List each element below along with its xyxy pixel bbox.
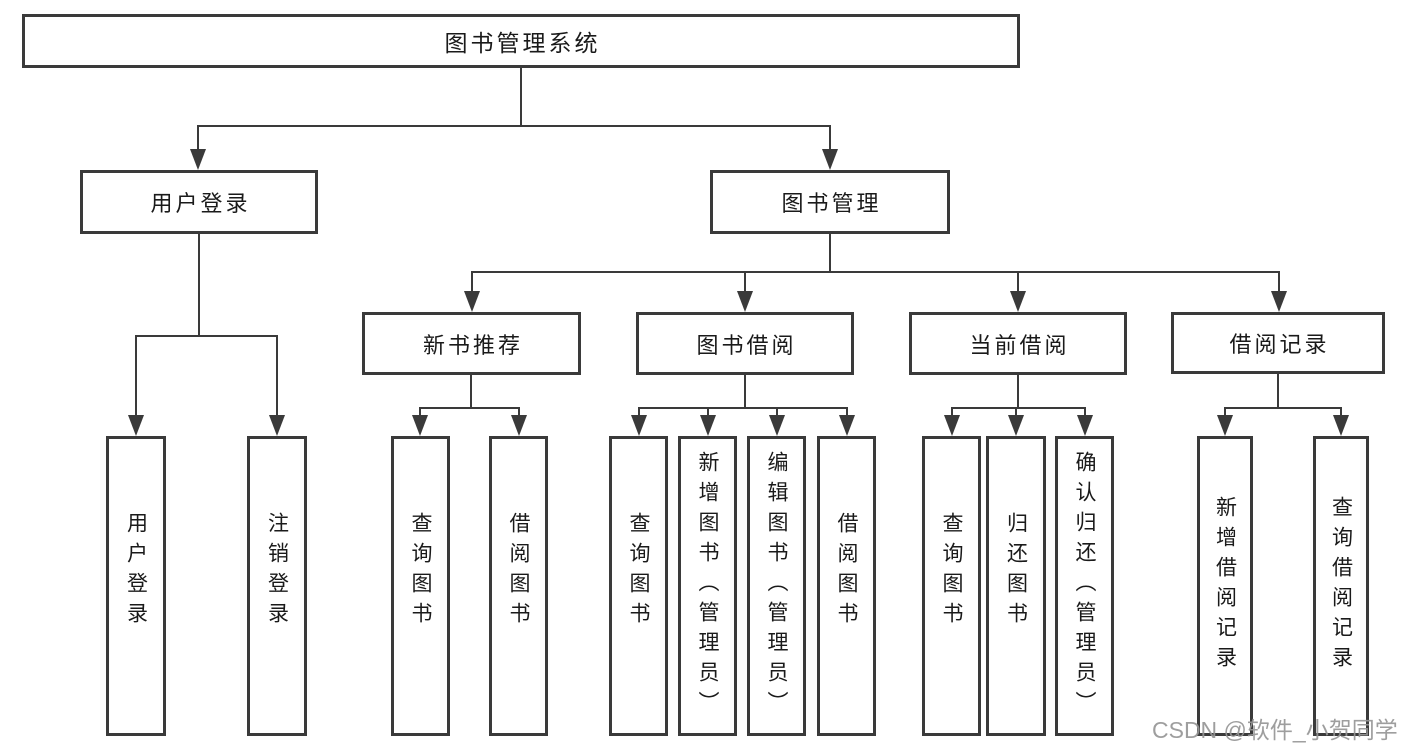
leaf-label: 确认归还（管理员）	[1073, 451, 1096, 721]
node-user-login: 用户登录	[80, 170, 318, 234]
leaf-label: 查询图书	[409, 512, 432, 632]
node-user-login-label: 用户登录	[150, 191, 251, 216]
node-root: 图书管理系统	[22, 14, 1020, 68]
node-borrow-record: 借阅记录	[1171, 312, 1385, 374]
node-book-borrow: 图书借阅	[636, 312, 854, 375]
node-new-book-recommend: 新书推荐	[362, 312, 581, 375]
node-book-management-label: 图书管理	[781, 191, 882, 216]
leaf-label: 新增图书（管理员）	[696, 451, 719, 721]
leaf-add-borrow-record: 新增借阅记录	[1197, 436, 1253, 736]
leaf-label: 借阅图书	[835, 512, 858, 632]
node-current-borrow: 当前借阅	[909, 312, 1127, 375]
leaf-query-books-current: 查询图书	[922, 436, 981, 736]
leaf-edit-book-admin: 编辑图书（管理员）	[747, 436, 806, 736]
node-borrow-record-label: 借阅记录	[1229, 332, 1330, 357]
leaf-label: 查询图书	[627, 512, 650, 632]
leaf-label: 归还图书	[1004, 512, 1028, 632]
leaf-query-books-borrow: 查询图书	[609, 436, 668, 736]
leaf-return-book: 归还图书	[986, 436, 1046, 736]
node-root-label: 图书管理系统	[444, 30, 601, 56]
csdn-watermark: CSDN @软件_小贺同学	[1152, 717, 1398, 743]
leaf-add-book-admin: 新增图书（管理员）	[678, 436, 737, 736]
leaf-label: 查询图书	[940, 512, 963, 632]
leaf-label: 借阅图书	[507, 512, 530, 632]
leaf-user-login: 用户登录	[106, 436, 166, 736]
arrowheads	[128, 149, 1349, 436]
leaf-query-borrow-record: 查询借阅记录	[1313, 436, 1369, 736]
node-book-borrow-label: 图书借阅	[696, 332, 797, 358]
node-book-management: 图书管理	[710, 170, 950, 234]
leaf-borrow-books-recommend: 借阅图书	[489, 436, 548, 736]
leaf-logout-label: 注销登录	[265, 512, 289, 632]
leaf-label: 查询借阅记录	[1329, 496, 1353, 676]
leaf-borrow-books: 借阅图书	[817, 436, 876, 736]
leaf-label: 新增借阅记录	[1213, 496, 1237, 676]
leaf-label: 编辑图书（管理员）	[765, 451, 788, 721]
leaf-query-books-recommend: 查询图书	[391, 436, 450, 736]
leaf-confirm-return-admin: 确认归还（管理员）	[1055, 436, 1114, 736]
leaf-user-login-label: 用户登录	[124, 512, 148, 632]
leaf-logout: 注销登录	[247, 436, 307, 736]
node-current-borrow-label: 当前借阅	[969, 332, 1070, 358]
node-new-book-recommend-label: 新书推荐	[422, 332, 523, 358]
